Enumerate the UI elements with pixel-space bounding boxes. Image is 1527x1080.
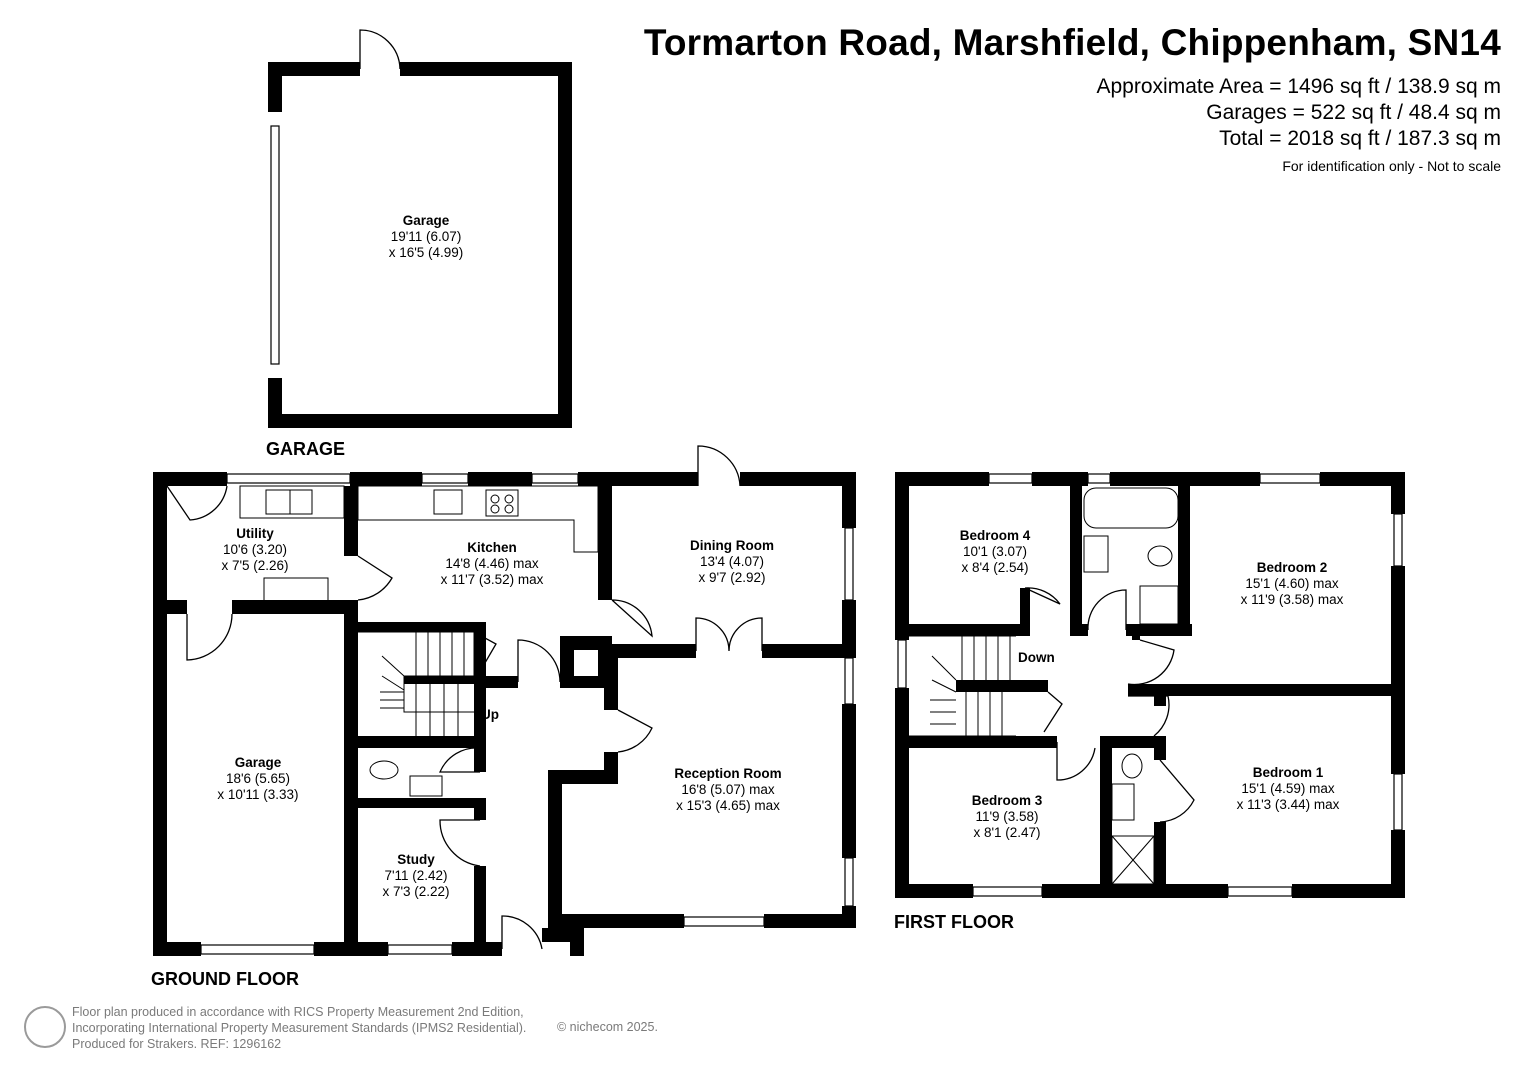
stairs-up-label: Up — [481, 707, 499, 722]
room-dimension: x 8'1 (2.47) — [973, 825, 1041, 840]
room-kitchen: Kitchen 14'8 (4.46) max x 11'7 (3.52) ma… — [422, 540, 562, 588]
room-dimension: x 11'9 (3.58) max — [1240, 592, 1344, 607]
room-dimension: x 15'3 (4.65) max — [676, 798, 780, 813]
room-utility: Utility 10'6 (3.20) x 7'5 (2.26) — [195, 526, 315, 574]
approximate-area: Approximate Area = 1496 sq ft / 138.9 sq… — [1096, 75, 1502, 98]
total-area: Total = 2018 sq ft / 187.3 sq m — [1219, 127, 1501, 150]
room-name: Garage — [402, 213, 450, 228]
room-name: Study — [397, 852, 435, 867]
room-dimension: 15'1 (4.59) max — [1241, 781, 1335, 796]
fixtures — [239, 485, 1179, 885]
first-floor-label: FIRST FLOOR — [894, 912, 1014, 932]
room-dimension: 14'8 (4.46) max — [445, 556, 539, 571]
room-dimension: 13'4 (4.07) — [699, 554, 765, 569]
room-dimension: x 8'4 (2.54) — [961, 560, 1029, 575]
room-name: Bedroom 2 — [1256, 560, 1328, 575]
footer-notes: Floor plan produced in accordance with R… — [72, 1004, 526, 1052]
room-name: Utility — [236, 526, 274, 541]
room-name: Dining Room — [690, 538, 774, 553]
room-dimension: 15'1 (4.60) max — [1245, 576, 1339, 591]
room-name: Bedroom 1 — [1252, 765, 1324, 780]
staircases — [358, 631, 1016, 737]
room-name: Bedroom 3 — [971, 793, 1043, 808]
garage-floor-label: GARAGE — [266, 439, 346, 459]
room-dining: Dining Room 13'4 (4.07) x 9'7 (2.92) — [672, 538, 792, 586]
room-dimension: 10'6 (3.20) — [222, 542, 288, 557]
room-dimension: x 7'3 (2.22) — [382, 884, 450, 899]
property-address-title: Tormarton Road, Marshfield, Chippenham, … — [643, 22, 1501, 63]
stairs-down-label: Down — [1018, 650, 1055, 665]
room-dimension: 16'8 (5.07) max — [681, 782, 775, 797]
room-dimension: x 11'3 (3.44) max — [1236, 797, 1340, 812]
room-name: Garage — [234, 755, 282, 770]
room-bedroom-4: Bedroom 4 10'1 (3.07) x 8'4 (2.54) — [935, 528, 1055, 576]
garages-area: Garages = 522 sq ft / 48.4 sq m — [1206, 101, 1501, 124]
room-detached-garage: Garage 19'11 (6.07) x 16'5 (4.99) — [366, 213, 486, 261]
room-name: Reception Room — [674, 766, 782, 781]
footer-line: Incorporating International Property Mea… — [72, 1021, 527, 1035]
room-dimension: 10'1 (3.07) — [962, 544, 1028, 559]
ground-floor-label: GROUND FLOOR — [151, 969, 299, 989]
room-bedroom-2: Bedroom 2 15'1 (4.60) max x 11'9 (3.58) … — [1222, 560, 1362, 608]
room-dimension: x 11'7 (3.52) max — [440, 572, 544, 587]
room-dimension: 18'6 (5.65) — [225, 771, 291, 786]
room-study: Study 7'11 (2.42) x 7'3 (2.22) — [366, 852, 466, 900]
windows — [200, 125, 1403, 955]
measurement-standard-logo-icon — [24, 1006, 66, 1048]
doors — [166, 29, 1195, 950]
room-bedroom-3: Bedroom 3 11'9 (3.58) x 8'1 (2.47) — [947, 793, 1067, 841]
room-dimension: x 16'5 (4.99) — [388, 245, 464, 260]
scale-disclaimer: For identification only - Not to scale — [1282, 158, 1501, 174]
walls — [153, 62, 1405, 956]
footer-line: Produced for Strakers. REF: 1296162 — [72, 1037, 282, 1051]
room-name: Kitchen — [467, 540, 517, 555]
room-dimension: x 7'5 (2.26) — [221, 558, 289, 573]
room-reception: Reception Room 16'8 (5.07) max x 15'3 (4… — [652, 766, 804, 814]
room-dimension: 7'11 (2.42) — [384, 868, 448, 883]
room-integral-garage: Garage 18'6 (5.65) x 10'11 (3.33) — [198, 755, 318, 803]
room-name: Bedroom 4 — [959, 528, 1031, 543]
room-dimension: x 9'7 (2.92) — [698, 570, 766, 585]
footer-line: Floor plan produced in accordance with R… — [72, 1005, 524, 1019]
copyright-notice: © nichecom 2025. — [557, 1020, 658, 1034]
room-dimension: 11'9 (3.58) — [975, 809, 1039, 824]
room-dimension: 19'11 (6.07) — [390, 229, 462, 244]
room-bedroom-1: Bedroom 1 15'1 (4.59) max x 11'3 (3.44) … — [1218, 765, 1358, 813]
room-dimension: x 10'11 (3.33) — [217, 787, 299, 802]
